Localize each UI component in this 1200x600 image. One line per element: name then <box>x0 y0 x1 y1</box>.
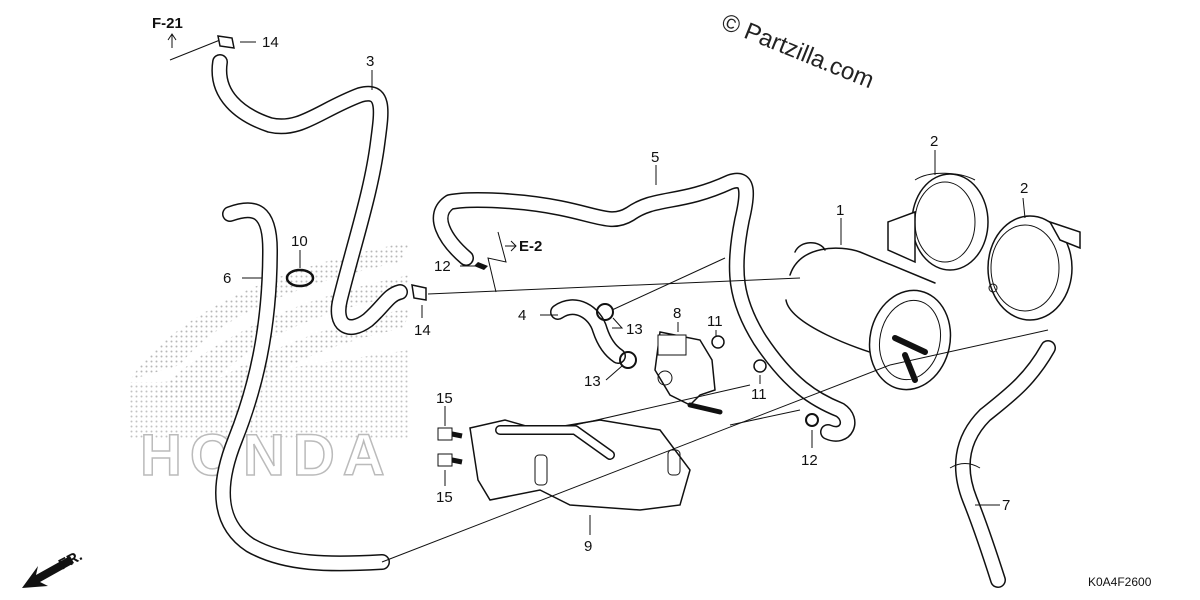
callout-2a: 2 <box>930 133 938 150</box>
clip-12b <box>805 413 819 427</box>
callout-8: 8 <box>673 305 681 322</box>
right-arrow-icon <box>505 240 517 252</box>
callout-13a: 13 <box>626 321 643 338</box>
front-arrow: FR. <box>22 547 85 588</box>
callout-4: 4 <box>518 307 526 324</box>
callout-11b: 11 <box>751 386 767 403</box>
hose-6 <box>215 202 390 572</box>
callout-7: 7 <box>1002 497 1010 514</box>
callout-13b: 13 <box>584 373 601 390</box>
callout-1: 1 <box>836 202 844 219</box>
canister <box>780 242 952 391</box>
hose-3 <box>211 54 408 335</box>
callout-15a: 15 <box>436 390 453 407</box>
solenoid-valve <box>654 331 723 415</box>
up-arrow-icon <box>167 33 177 48</box>
callout-6: 6 <box>223 270 231 287</box>
callout-5: 5 <box>651 149 659 166</box>
callouts: 14 3 5 1 2 2 6 10 4 13 13 8 11 11 12 12 … <box>223 34 1028 555</box>
clip-14a <box>217 35 235 49</box>
band-2b <box>987 215 1081 321</box>
ref-f21: F-21 <box>152 15 226 61</box>
ref-e2: E-2 <box>487 231 542 293</box>
bracket <box>469 419 691 511</box>
callout-2b: 2 <box>1020 180 1028 197</box>
oring-13b <box>619 351 637 369</box>
ref-e2-label: E-2 <box>519 238 542 255</box>
callout-9: 9 <box>584 538 592 555</box>
diagram-code: K0A4F2600 <box>1088 575 1152 589</box>
honda-logo-text: HONDA <box>140 423 393 488</box>
hose-5 <box>432 172 856 442</box>
hose-7 <box>949 340 1056 588</box>
callout-14a: 14 <box>262 34 279 51</box>
leader-lines <box>240 41 1049 563</box>
bolt-15b <box>437 453 463 467</box>
nut-11b <box>753 359 767 373</box>
clamp-10 <box>285 268 315 288</box>
callout-12b: 12 <box>801 452 818 469</box>
oring-13a <box>596 303 614 321</box>
front-arrow-icon <box>22 556 74 588</box>
callout-3: 3 <box>366 53 374 70</box>
watermark-text: © Partzilla.com <box>718 9 878 95</box>
clip-12a <box>474 262 488 270</box>
bolt-15a <box>437 427 463 441</box>
callout-10: 10 <box>291 233 308 250</box>
nut-11a <box>711 335 725 349</box>
callout-11a: 11 <box>707 313 723 330</box>
callout-12a: 12 <box>434 258 451 275</box>
callout-14b: 14 <box>414 322 431 339</box>
callout-15b: 15 <box>436 489 453 506</box>
ref-f21-label: F-21 <box>152 15 183 32</box>
hose-4 <box>550 299 626 364</box>
clip-14b <box>411 284 427 301</box>
band-2a <box>887 172 989 271</box>
